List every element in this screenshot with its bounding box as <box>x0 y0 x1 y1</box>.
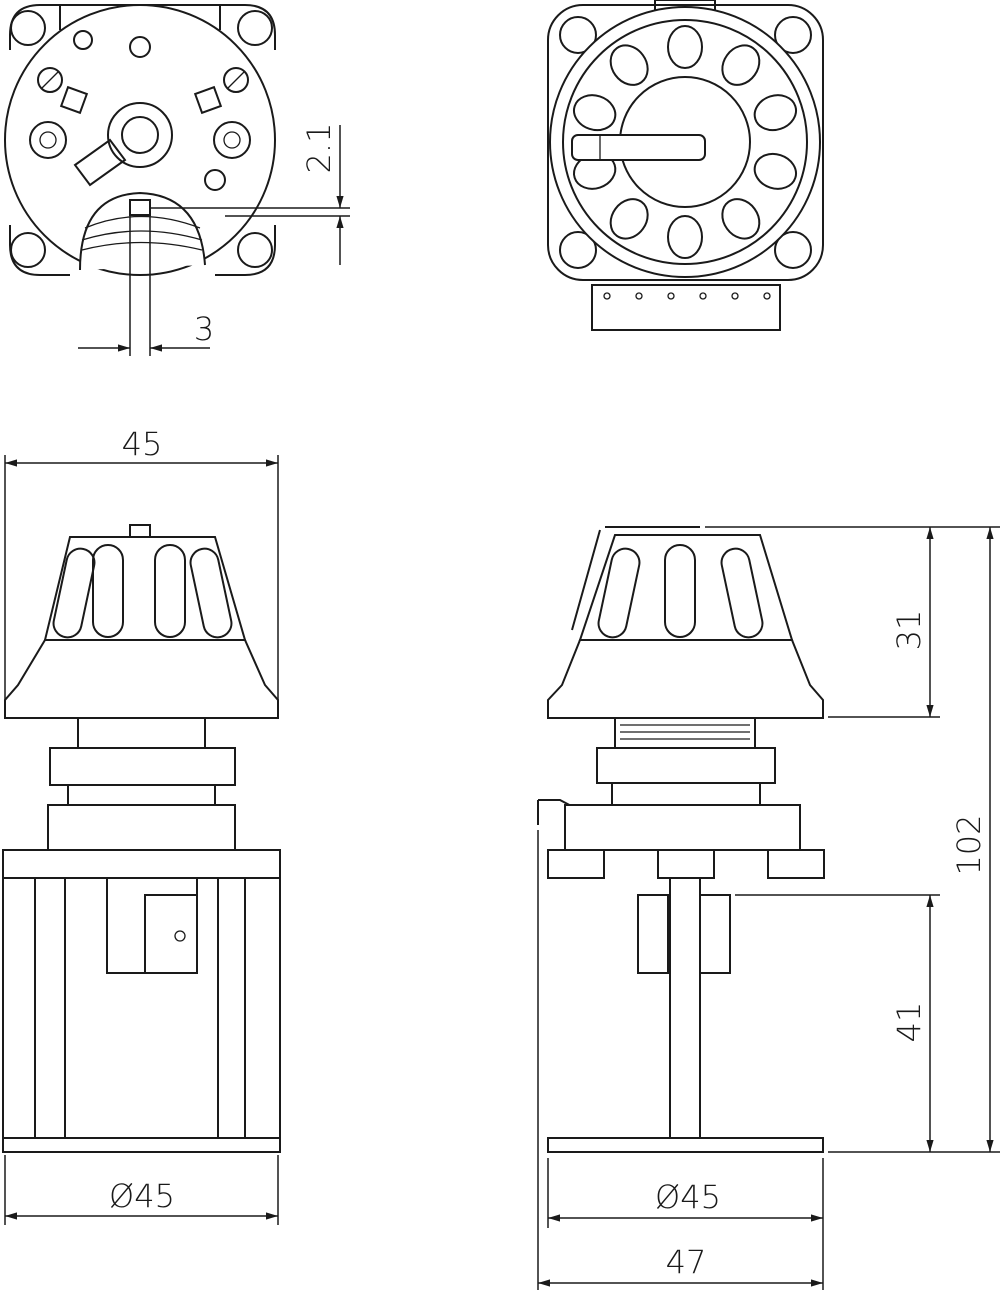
nut <box>596 747 776 784</box>
lever <box>73 138 127 187</box>
knob-slots <box>597 544 764 639</box>
connector-pin <box>731 292 739 300</box>
knob-tab <box>129 524 151 538</box>
connector-pin <box>667 292 675 300</box>
mount-hole <box>237 232 273 268</box>
square-hole <box>59 85 89 115</box>
hex <box>611 782 761 806</box>
dim-knob-height: 31 <box>890 610 928 651</box>
knob-slots <box>52 544 233 639</box>
base <box>564 804 801 851</box>
rear-bottom-ears <box>9 225 276 276</box>
thread <box>614 717 756 749</box>
grip-recess <box>609 198 649 240</box>
base-foot <box>657 849 715 879</box>
thread <box>77 717 206 749</box>
dim-total-height: 102 <box>950 814 988 875</box>
grip-recess <box>667 25 703 69</box>
mount-hole <box>559 16 597 54</box>
base-foot <box>767 849 825 879</box>
grip-recess <box>721 44 761 86</box>
grip-recess <box>753 94 798 132</box>
grip-recess <box>721 198 761 240</box>
knob <box>578 534 794 641</box>
hole <box>73 30 93 50</box>
connector-pin <box>635 292 643 300</box>
dim-body-height: 41 <box>890 1002 928 1043</box>
torx-screw-icon <box>213 121 251 159</box>
torx-screw-icon <box>29 121 67 159</box>
shaft-bore <box>107 102 173 168</box>
dim-total-width: 47 <box>666 1243 707 1281</box>
connector-pin <box>763 292 771 300</box>
contact <box>699 894 731 974</box>
foot-plate <box>547 1137 824 1153</box>
connector-pin <box>699 292 707 300</box>
knob-rim <box>562 19 808 265</box>
mount-hole <box>237 10 273 46</box>
switch-block <box>106 877 198 974</box>
handle <box>571 134 706 161</box>
base-foot <box>547 849 605 879</box>
screw-icon <box>174 930 186 942</box>
dim-base-diameter-right: Ø45 <box>655 1178 721 1216</box>
grip-recess <box>667 215 703 259</box>
mount-hole <box>559 231 597 269</box>
dim-slot-width: 3 <box>194 310 214 348</box>
connector-pins <box>603 292 771 300</box>
hex <box>67 784 216 806</box>
foot-plate <box>2 1137 281 1153</box>
body-posts <box>2 878 281 1140</box>
square-hole <box>193 85 223 115</box>
rear-view: 2.1 3 <box>4 4 350 356</box>
knob-skirt <box>4 639 279 719</box>
knob-clip <box>571 526 700 631</box>
dim-knob-width: 45 <box>122 425 163 463</box>
mount-hole <box>10 232 46 268</box>
nut <box>49 747 236 786</box>
shaft <box>669 877 701 1141</box>
knob-grips <box>572 25 798 259</box>
front-flange <box>547 4 824 281</box>
dim-slot-depth: 2.1 <box>300 123 338 174</box>
mount-hole <box>774 16 812 54</box>
hole <box>129 36 151 58</box>
contact <box>637 894 669 974</box>
shaft <box>121 116 159 154</box>
side-view-right: 31 102 41 Ø45 47 <box>537 526 1000 1290</box>
dim-base-diameter-left: Ø45 <box>109 1177 175 1215</box>
plate <box>2 849 281 879</box>
mount-hole <box>774 231 812 269</box>
hole <box>204 169 226 191</box>
side-view-left: 45 Ø45 <box>2 425 281 1225</box>
connector <box>591 284 781 331</box>
front-view <box>547 0 824 331</box>
grip-recess <box>572 94 617 132</box>
screw-icon <box>223 67 249 93</box>
grip-recess <box>609 44 649 86</box>
screw-icon <box>37 67 63 93</box>
base <box>47 804 236 851</box>
knob-skirt <box>547 639 824 719</box>
mount-hole <box>10 10 46 46</box>
grip-recess <box>753 152 798 190</box>
switch-cam <box>144 894 198 974</box>
connector-pin <box>603 292 611 300</box>
